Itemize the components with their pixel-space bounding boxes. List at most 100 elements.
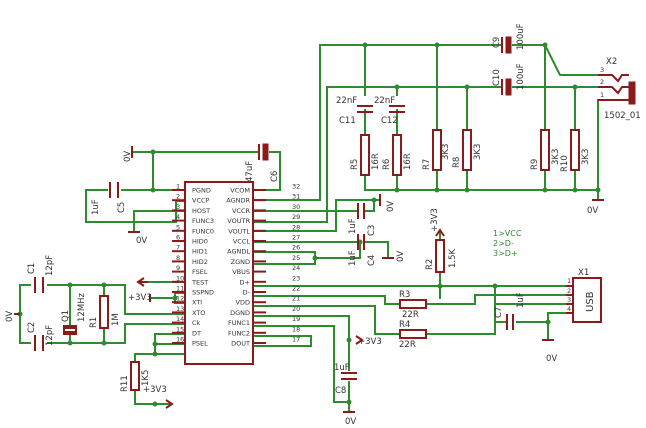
ic-pin-number: 25	[292, 254, 300, 262]
v33-label: +3V3	[358, 337, 382, 347]
ic-pin-name: TEST	[191, 278, 208, 286]
wires	[19, 44, 599, 413]
ic-pin-name: PSEL	[192, 340, 208, 348]
ic-pin-number: 10	[176, 274, 184, 282]
x1-value: USB	[585, 291, 596, 312]
ic-pin-name: D+	[240, 278, 250, 286]
capacitor-c5: C5 1uF	[91, 182, 127, 215]
ic-pin-name: SSPND	[192, 289, 214, 297]
ic-pin-number: 2	[176, 193, 180, 201]
c4-value: 1uF	[348, 250, 358, 266]
c3-value: 1uF	[348, 218, 358, 234]
gnd-label: 0V	[587, 206, 598, 216]
c9-value: 100uF	[516, 23, 526, 50]
ic-pin-name: FSEL	[192, 268, 208, 276]
resistor-r6: R6 16R	[382, 134, 413, 176]
r9-ref: R9	[530, 159, 540, 170]
ic-pin-name: VBUS	[232, 268, 250, 276]
c6-value: 47uF	[245, 161, 255, 182]
c7-ref: C7	[494, 307, 504, 318]
r2-value: 1.5K	[448, 248, 458, 268]
ic-pin-number: 24	[292, 264, 300, 272]
c8-ref: C8	[335, 386, 346, 396]
ic-pin-name: VDD	[236, 299, 250, 307]
r10-ref: R10	[560, 155, 570, 172]
resistor-r10: R10 3K3	[560, 129, 591, 172]
usb-pin-2: 2	[567, 287, 571, 295]
ic-pin-name: AGNDL	[227, 248, 250, 256]
gnd-label: 0V	[123, 151, 133, 162]
resistor-r5: R5 16R	[350, 134, 381, 176]
c9-ref: C9	[492, 37, 502, 48]
ic-pin-number: 23	[292, 274, 300, 282]
ic-pin-number: 22	[292, 285, 300, 293]
r4-ref: R4	[399, 320, 410, 330]
capacitor-c9: C9 100uF	[492, 23, 526, 54]
ic-pin-name: VCCL	[233, 238, 251, 246]
ic-pin-name: VOUTL	[228, 227, 250, 235]
r11-value: 1K5	[141, 370, 151, 386]
ic-pin-number: 20	[292, 305, 300, 313]
resistor-r3: R3 22R	[399, 290, 427, 320]
ic-pin-number: 13	[176, 305, 184, 313]
ic-pin-name: HOST	[192, 207, 210, 215]
ic-pin-name: VCCP	[192, 197, 210, 205]
r9-value: 3K3	[551, 149, 561, 165]
x2-ref: X2	[606, 57, 617, 67]
ic-pin-number: 4	[176, 213, 180, 221]
ic-pin-number: 8	[176, 254, 180, 262]
c4-ref: C4	[367, 255, 377, 266]
capacitor-c8: 1uF C8	[334, 363, 357, 396]
c12-ref: C12	[381, 116, 398, 126]
resistor-r1: R1 1M	[89, 295, 121, 329]
ic-pin-name: XTI	[192, 299, 202, 307]
capacitor-c6: C6 47uF	[245, 143, 280, 182]
r7-ref: R7	[422, 159, 432, 170]
ic-pin-name: D-	[243, 289, 251, 297]
v33-label: +3V3	[128, 293, 152, 303]
gnd-label: 0V	[136, 236, 147, 246]
ic-pin-name: HID1	[192, 248, 208, 256]
ic-pin-number: 3	[176, 203, 180, 211]
ic-pin-number: 30	[292, 203, 300, 211]
audio-jack-x2: 3 2 1 X2 1502_01	[598, 57, 641, 121]
ic-pin-name: FUNC2	[228, 329, 250, 337]
r6-value: 16R	[403, 153, 413, 170]
ic-pin-name: DGND	[230, 309, 250, 317]
q1-ref: Q1	[61, 310, 71, 322]
r5-ref: R5	[350, 159, 360, 170]
ic-pin-name: VOUTR	[227, 217, 250, 225]
c12-value: 22nF	[374, 96, 395, 106]
r1-value: 1M	[111, 313, 121, 326]
ic-pin-name: DT	[192, 329, 201, 337]
usb-pin-4: 4	[567, 305, 571, 313]
r7-value: 3K3	[441, 144, 451, 160]
v33-label: +3V3	[430, 208, 440, 232]
ic-pin-number: 31	[292, 193, 300, 201]
c8-value: 1uF	[334, 363, 350, 373]
x1-ref: X1	[578, 268, 589, 278]
usb-note-1: 1>VCC	[493, 229, 522, 238]
r5-value: 16R	[371, 153, 381, 170]
r8-value: 3K3	[473, 144, 483, 160]
usb-note-3: 3>D+	[493, 249, 518, 258]
ic-pin-number: 32	[292, 183, 300, 191]
ic-pin-number: 6	[176, 234, 180, 242]
ic-pin-name: ZGND	[231, 258, 250, 266]
ic-pin-name: XTO	[192, 309, 205, 317]
r11-ref: R11	[120, 375, 130, 392]
c2-ref: C2	[27, 322, 37, 333]
resistor-r11: R11 1K5	[120, 361, 151, 392]
gnd-symbols: 0V 0V 0V 0V 0V 0V 0V 0V	[5, 146, 604, 427]
r4-value: 22R	[399, 340, 416, 350]
ic-pin-number: 1	[176, 183, 180, 191]
capacitor-c12: 22nF C12	[374, 96, 405, 126]
capacitor-c1: C1 12pF	[27, 255, 55, 293]
c6-ref: C6	[270, 171, 280, 182]
ic-pin-name: FUNC0	[192, 227, 214, 235]
c5-value: 1uF	[91, 199, 101, 215]
ic-pin-number: 11	[176, 285, 184, 293]
ic-pin-number: 17	[292, 336, 300, 344]
ic-pin-number: 26	[292, 244, 300, 252]
